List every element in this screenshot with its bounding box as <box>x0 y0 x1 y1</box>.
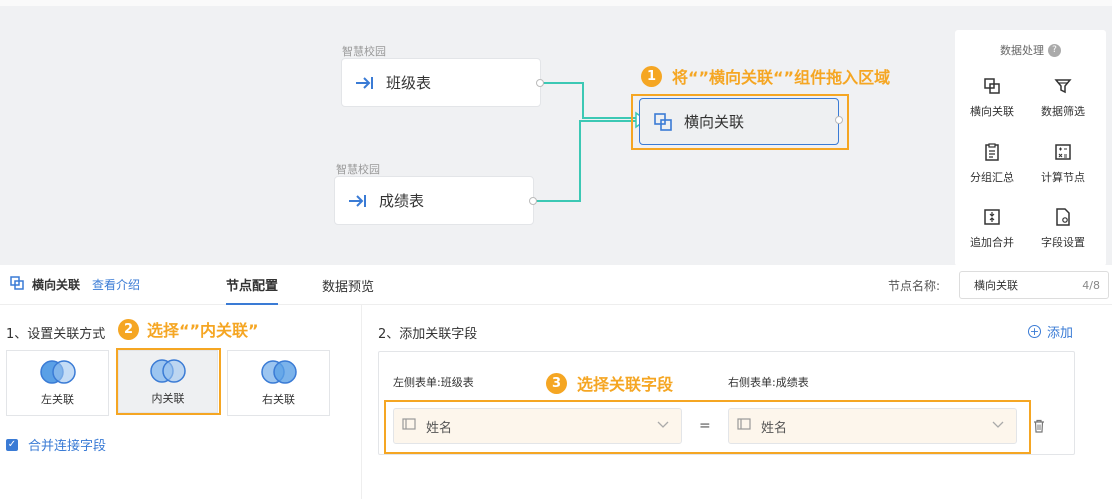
output-port[interactable] <box>536 79 544 87</box>
chevron-down-icon <box>992 418 1004 434</box>
equals-sign: = <box>699 418 711 434</box>
calculator-icon <box>1055 144 1071 160</box>
plus-circle-icon: + <box>1028 325 1041 338</box>
field-mapping-box: 左侧表单:班级表 3 选择关联字段 右侧表单:成绩表 姓名 = 姓名 <box>378 351 1075 455</box>
merge-fields-checkbox[interactable]: ✓ 合并连接字段 <box>6 438 107 454</box>
right-table-label: 右侧表单:成绩表 <box>728 376 809 389</box>
add-field-button[interactable]: + 添加 <box>1028 325 1074 341</box>
append-icon <box>984 209 1000 225</box>
join-icon <box>984 78 1000 94</box>
annotation-step-1: 1 将“”横向关联“”组件拖入区域 <box>641 64 890 88</box>
input-arrow-icon <box>352 73 378 93</box>
join-type-right[interactable]: 右关联 <box>227 350 330 416</box>
palette-item-calc[interactable]: 计算节点 <box>1028 143 1098 199</box>
node-label: 班级表 <box>386 74 432 92</box>
field-icon <box>737 418 751 434</box>
node-name-input[interactable]: 横向关联 4/8 <box>959 271 1109 299</box>
char-counter: 4/8 <box>1082 278 1100 292</box>
join-fields-panel: 2、添加关联字段 + 添加 左侧表单:班级表 3 选择关联字段 右侧表单:成绩表… <box>362 305 1112 499</box>
file-gear-icon <box>1056 208 1070 226</box>
node-label: 成绩表 <box>379 192 425 210</box>
toolbar-title: 横向关联 <box>32 278 81 292</box>
check-icon: ✓ <box>6 438 18 451</box>
chevron-down-icon <box>657 418 669 434</box>
join-type-panel: 1、设置关联方式 2 选择“”内关联” 左关联 内关联 右关联 ✓ 合并连接字段 <box>0 305 362 499</box>
field-icon <box>402 418 416 434</box>
highlight-field-row <box>384 400 1031 454</box>
view-intro-link[interactable]: 查看介绍 <box>92 278 141 292</box>
node-source-label: 智慧校园 <box>342 45 386 58</box>
palette-item-join[interactable]: 横向关联 <box>957 77 1027 133</box>
tab-data-preview[interactable]: 数据预览 <box>322 279 375 295</box>
annotation-step-2: 2 选择“”内关联” <box>118 317 259 341</box>
highlight-inner-join <box>116 348 221 415</box>
source-node-class-table[interactable]: 班级表 <box>341 58 541 107</box>
clipboard-icon <box>985 143 999 161</box>
venn-icon <box>39 360 76 384</box>
join-icon <box>10 275 24 294</box>
input-arrow-icon <box>345 191 371 211</box>
trash-icon[interactable] <box>1033 418 1045 437</box>
filter-icon <box>1054 79 1072 94</box>
join-type-inner[interactable]: 内关联 <box>118 350 218 413</box>
left-field-select[interactable]: 姓名 <box>393 408 682 444</box>
config-toolbar: 横向关联 查看介绍 节点配置 数据预览 节点名称: 横向关联 4/8 <box>0 265 1112 305</box>
venn-icon <box>150 358 186 383</box>
output-port[interactable] <box>529 197 537 205</box>
flow-canvas[interactable]: 智慧校园 班级表 智慧校园 成绩表 横向关联 1 将“”横向关联“”组件拖入区 <box>0 0 1112 266</box>
venn-icon <box>260 360 297 384</box>
palette-item-filter[interactable]: 数据筛选 <box>1028 77 1098 133</box>
palette-item-append[interactable]: 追加合并 <box>957 208 1027 264</box>
node-source-label: 智慧校园 <box>336 163 380 176</box>
section-title-join-fields: 2、添加关联字段 <box>378 327 478 342</box>
left-table-label: 左侧表单:班级表 <box>393 376 474 389</box>
help-icon[interactable]: ? <box>1048 43 1061 57</box>
section-title-join-type: 1、设置关联方式 <box>6 327 106 342</box>
palette-title: 数据处理? <box>955 42 1106 58</box>
node-name-label: 节点名称: <box>888 279 941 293</box>
annotation-step-3: 3 选择关联字段 <box>546 371 673 395</box>
right-field-select[interactable]: 姓名 <box>728 408 1017 444</box>
join-node[interactable]: 横向关联 <box>639 98 839 145</box>
tab-node-config[interactable]: 节点配置 <box>226 265 279 305</box>
node-label: 横向关联 <box>684 113 745 131</box>
highlight-join-node <box>631 94 849 150</box>
palette-item-group[interactable]: 分组汇总 <box>957 143 1027 199</box>
source-node-score-table[interactable]: 成绩表 <box>334 176 534 225</box>
join-type-left[interactable]: 左关联 <box>6 350 109 416</box>
join-icon <box>650 112 676 132</box>
component-palette: 数据处理? 横向关联 数据筛选 分组汇总 计算节点 追加合并 <box>955 30 1106 266</box>
connector-lines <box>534 82 648 202</box>
palette-item-field-settings[interactable]: 字段设置 <box>1028 208 1098 264</box>
output-port[interactable] <box>835 116 843 124</box>
